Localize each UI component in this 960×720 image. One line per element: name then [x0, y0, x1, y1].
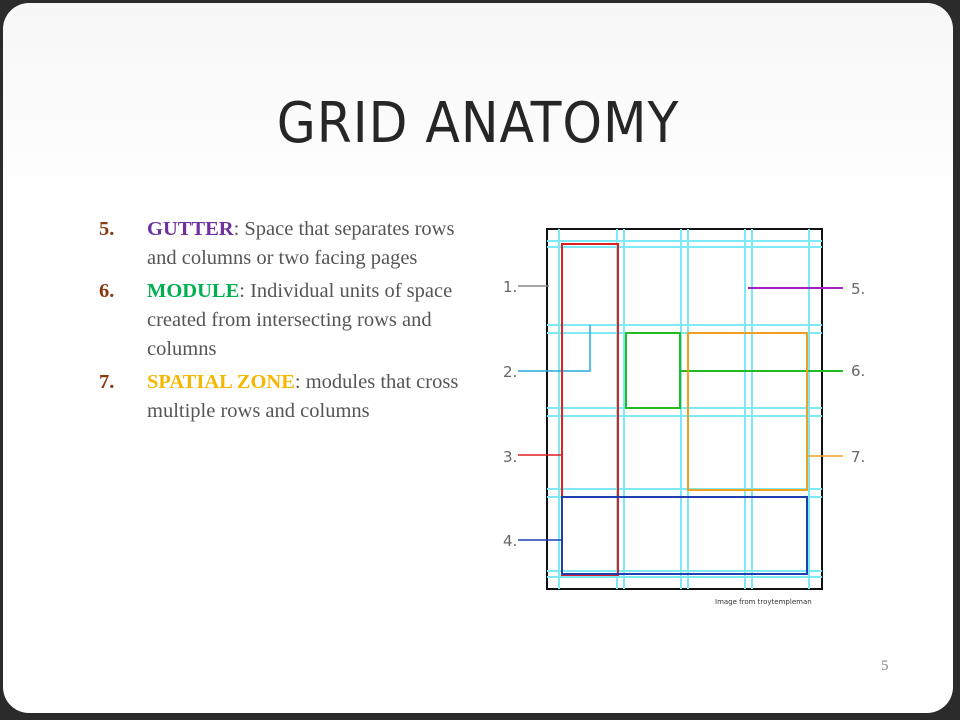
spatial-zone-box [687, 332, 808, 491]
item-number: 7. [99, 371, 115, 393]
page-number: 5 [881, 658, 889, 674]
term-description: : Space that separates rows and columns … [147, 218, 455, 269]
item-number: 6. [99, 280, 115, 302]
callout-1-label: 1. [503, 278, 517, 296]
callout-6-label: 6. [851, 362, 865, 380]
term-description: : Individual units of space created from… [147, 280, 453, 360]
callout-3-label: 3. [503, 448, 517, 466]
bottom-row-box [561, 496, 808, 575]
term-description: : modules that cross multiple rows and c… [147, 371, 459, 422]
image-credit: Image from troytempleman [715, 598, 812, 606]
list-item: 5. GUTTER: Space that separates rows and… [95, 215, 467, 273]
callout-5-label: 5. [851, 280, 865, 298]
callout-7-label: 7. [851, 448, 865, 466]
slide: GRID ANATOMY 5. GUTTER: Space that separ… [3, 3, 953, 713]
slide-title: GRID ANATOMY [276, 91, 680, 156]
callout-4-label: 4. [503, 532, 517, 550]
callout-2-leader [518, 325, 591, 372]
callout-2-label: 2. [503, 363, 517, 381]
item-number: 5. [99, 218, 115, 240]
definition-list: 5. GUTTER: Space that separates rows and… [95, 215, 467, 430]
term-spatial-zone: SPATIAL ZONE [147, 371, 295, 393]
term-gutter: GUTTER [147, 218, 234, 240]
grid-anatomy-diagram: 1. 2. 3. 4. 5. 6. 7. [503, 228, 865, 590]
list-item: 7. SPATIAL ZONE: modules that cross mult… [95, 368, 467, 426]
list-item: 6. MODULE: Individual units of space cre… [95, 277, 467, 364]
term-module: MODULE [147, 280, 240, 302]
